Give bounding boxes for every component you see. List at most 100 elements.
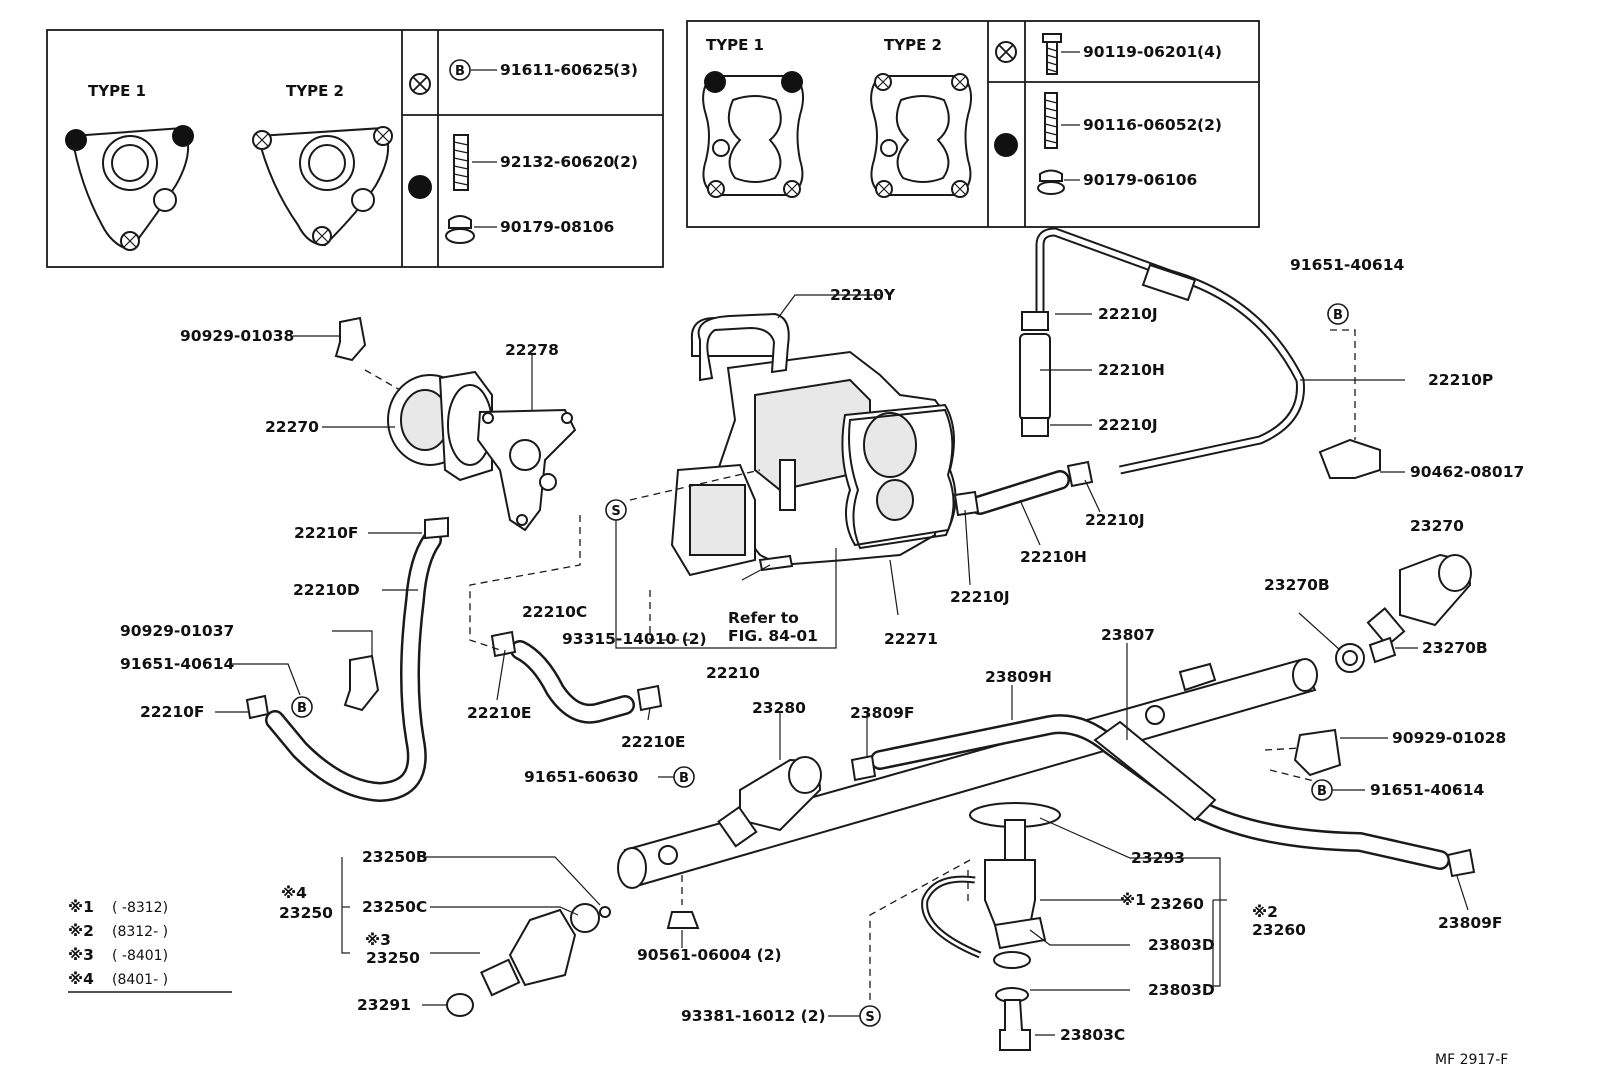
part-label[interactable]: 23250 (366, 949, 420, 967)
gasket-22210Y (697, 312, 790, 382)
part-label[interactable]: 22210F (140, 703, 205, 721)
quantity: (4) (1197, 43, 1222, 61)
part-label[interactable]: 22210Y (830, 286, 896, 304)
part-label[interactable]: 22210H (1020, 548, 1087, 566)
part-label[interactable]: 23250 (279, 904, 333, 922)
part-label[interactable]: 23270B (1264, 576, 1330, 594)
part-label[interactable]: 23809F (1438, 914, 1503, 932)
part-label[interactable]: 90561-06004 (2) (637, 946, 782, 964)
footnote-range: (8401- ) (112, 972, 168, 988)
part-labels: 90929-01038 22278 22270 22210Y 22210J 22… (120, 256, 1524, 1044)
part-label[interactable]: 23270 (1410, 517, 1464, 535)
s-symbol-circle: S (859, 1005, 881, 1027)
refer-note-line1: Refer to (728, 609, 799, 627)
b-symbol-circle: B (1311, 779, 1333, 801)
part-label[interactable]: 23809H (985, 668, 1052, 686)
part-label[interactable]: 23809F (850, 704, 915, 722)
part-label[interactable]: 23803C (1060, 1026, 1125, 1044)
pressure-regulator-23280 (717, 756, 822, 848)
leader-lines (215, 294, 1469, 1036)
dashed-connection-lines (364, 329, 1356, 1000)
svg-text:B: B (679, 771, 689, 786)
flange-22278 (476, 408, 577, 532)
footnote-mark: ※3 (68, 946, 94, 964)
clamp-22210F (424, 516, 449, 540)
pulsation-damper-23270 (1366, 553, 1472, 647)
footnote-mark: ※2 (1252, 903, 1278, 921)
part-label[interactable]: 23280 (752, 699, 806, 717)
part-label[interactable]: 91651-40614 (1370, 781, 1484, 799)
svg-text:S: S (611, 504, 620, 519)
clip-90929-01038 (334, 316, 367, 362)
part-label[interactable]: 23803D (1148, 981, 1215, 999)
stud-marker (172, 125, 194, 147)
part-label[interactable]: 90929-01038 (180, 327, 294, 345)
part-label[interactable]: 22210J (950, 588, 1010, 606)
part-number[interactable]: 92132-60620 (500, 153, 614, 171)
pipe-sleeve-22210P (1141, 263, 1197, 302)
part-label[interactable]: 93381-16012 (2) (681, 1007, 826, 1025)
clamp-22210J-b (1066, 460, 1094, 488)
stud-marker (65, 129, 87, 151)
clamp-22210E-b (636, 684, 663, 712)
flange-gasket-type1 (65, 125, 194, 252)
part-label[interactable]: 23260 (1150, 895, 1204, 913)
part-label[interactable]: 93315-14010 (2) (562, 630, 707, 648)
part-label[interactable]: 22210J (1085, 511, 1145, 529)
part-label[interactable]: 22271 (884, 630, 938, 648)
part-label[interactable]: 23293 (1131, 849, 1185, 867)
part-label[interactable]: 22210J (1098, 305, 1158, 323)
injector-23260 (969, 802, 1061, 1051)
footnote-mark: ※2 (68, 922, 94, 940)
part-label[interactable]: 23270B (1422, 639, 1488, 657)
part-label[interactable]: 23803D (1148, 936, 1215, 954)
s-symbol-circle: S (605, 499, 627, 521)
part-label[interactable]: 22210P (1428, 371, 1493, 389)
stud-bolt-icon (1044, 92, 1058, 149)
part-label[interactable]: 23807 (1101, 626, 1155, 644)
footnote-range: ( -8401) (112, 948, 168, 964)
part-label[interactable]: 22210 (706, 664, 760, 682)
b-symbol-circle: B (673, 766, 695, 788)
nut-90561-06004 (666, 911, 700, 929)
part-label[interactable]: 91651-60630 (524, 768, 638, 786)
part-number[interactable]: 90179-06106 (1083, 171, 1197, 189)
part-label[interactable]: 23250C (362, 898, 427, 916)
part-number[interactable]: 90116-06052 (1083, 116, 1197, 134)
throttle-gasket-type2 (870, 73, 973, 198)
part-label[interactable]: 22270 (265, 418, 319, 436)
svg-text:S: S (865, 1010, 874, 1025)
refer-note-line2[interactable]: FIG. 84-01 (728, 627, 818, 645)
throttle-body-assembly (670, 317, 957, 577)
part-label[interactable]: 23260 (1252, 921, 1306, 939)
part-label[interactable]: 91651-40614 (120, 655, 234, 673)
clamp-23809F (850, 754, 877, 782)
footnote-legend: ※1 ( -8312) ※2 (8312- ) ※3 ( -8401) ※4 (… (68, 898, 232, 993)
part-label[interactable]: 22210E (467, 704, 532, 722)
fuel-rail-23807 (617, 658, 1318, 889)
part-label[interactable]: 22210H (1098, 361, 1165, 379)
inset-left-table: TYPE 1 TYPE 2 B (46, 29, 664, 268)
part-number[interactable]: 91611-60625 (500, 61, 614, 79)
part-label[interactable]: 23291 (357, 996, 411, 1014)
part-label[interactable]: 22210F (294, 524, 359, 542)
grommet-23291 (446, 993, 474, 1017)
part-label[interactable]: 23250B (362, 848, 428, 866)
part-label[interactable]: 90929-01037 (120, 622, 234, 640)
footnote-mark: ※1 (68, 898, 94, 916)
part-label[interactable]: 22210J (1098, 416, 1158, 434)
clamp-22210J-upper (1021, 311, 1049, 331)
part-label[interactable]: 22210E (621, 733, 686, 751)
part-label[interactable]: 90929-01028 (1392, 729, 1506, 747)
quantity: (2) (1197, 116, 1222, 134)
throttle-gasket-type1 (702, 71, 805, 198)
part-label[interactable]: 91651-40614 (1290, 256, 1404, 274)
part-number[interactable]: 90179-08106 (500, 218, 614, 236)
part-label[interactable]: 22210D (293, 581, 360, 599)
part-number[interactable]: 90119-06201 (1083, 43, 1197, 61)
part-label[interactable]: 22210C (522, 603, 587, 621)
part-label[interactable]: 22278 (505, 341, 559, 359)
valve-22270 (387, 370, 493, 482)
inset-left-type2-label: TYPE 2 (286, 82, 344, 100)
part-label[interactable]: 90462-08017 (1410, 463, 1524, 481)
